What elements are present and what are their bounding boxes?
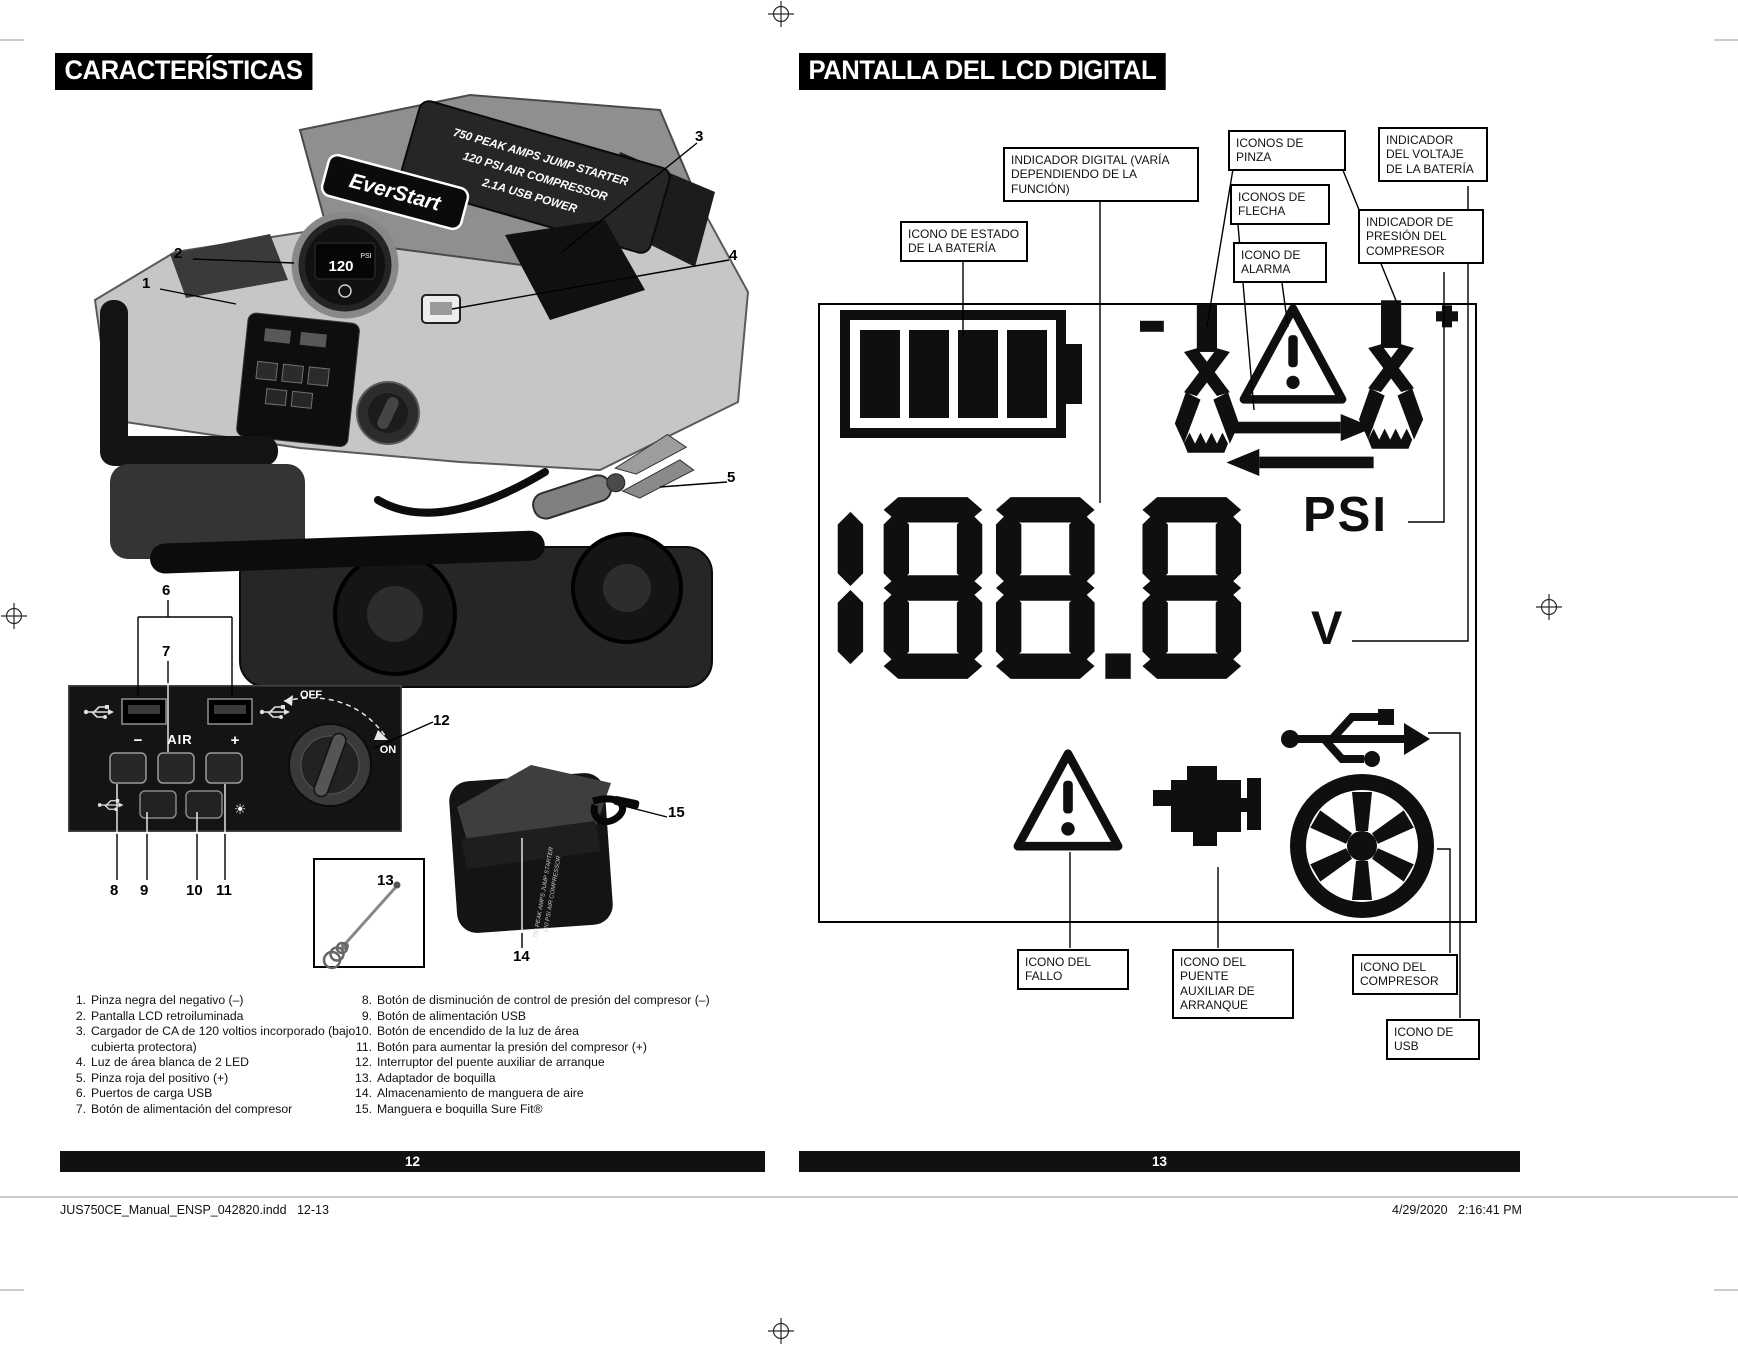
feature-item: 8.Botón de disminución de control de pre… [361,993,710,1007]
air-label: AIR [167,732,192,747]
callout-12: 12 [433,712,450,729]
tire-compressor-icon [1290,774,1434,918]
nozzle-adapter-icon [322,881,401,970]
minus-label: − [134,732,143,749]
callout-7: 7 [162,643,171,660]
page-number-right: 13 [799,1151,1520,1172]
feature-item: 3.Cargador de CA de 120 voltios incorpor… [75,1024,356,1054]
feature-item: 5.Pinza roja del positivo (+) [75,1070,229,1085]
nozzle-adapter-detail [313,858,425,970]
left-page-title: CARACTERÍSTICAS [55,53,312,90]
label-icono-puente-auxiliar: ICONO DEL PUENTE AUXILIAR DE ARRANQUE [1172,949,1294,1019]
callout-4: 4 [729,247,738,264]
pressure-decrease-button [109,752,147,784]
handle-bar [100,436,278,466]
feature-item: 10.Botón de encendido de la luz de área [355,1024,579,1038]
lcd-gauge: 120 PSI [291,211,399,319]
unit-rotary-knob [356,381,420,445]
callout-13: 13 [377,872,394,889]
label-indicador-digital: INDICADOR DIGITAL (VARÍA DEPENDIENDO DE … [1003,147,1199,203]
callout-15: 15 [668,804,685,821]
right-page-title: PANTALLA DEL LCD DIGITAL [799,53,1166,90]
label-indicador-voltaje: INDICADOR DEL VOLTAJE DE LA BATERÍA [1378,127,1488,183]
alarm-icon [1239,304,1347,404]
feature-item: 4.Luz de área blanca de 2 LED [75,1055,249,1069]
sure-fit-nozzle [613,796,640,810]
gauge-value: 120 [328,258,353,275]
feature-item: 1.Pinza negra del negativo (–) [75,993,244,1007]
callout-8: 8 [110,882,119,899]
off-label: OFF [300,689,322,701]
compressor-power-button [157,752,195,784]
feature-item: 13.Adaptador de boquilla [355,1070,496,1085]
feature-list-col1: 1.Pinza negra del negativo (–) 2.Pantall… [62,993,358,1117]
feature-item: 15.Manguera e boquilla Sure Fit® [355,1101,543,1116]
callout-2: 2 [174,245,183,262]
callout-14: 14 [513,948,530,965]
callout-6: 6 [162,582,171,599]
callout-5: 5 [727,469,736,486]
digital-indicator [837,497,1242,679]
light-icon: ☀ [234,801,247,817]
feature-item: 11.Botón para aumentar la presión del co… [355,1039,647,1054]
pressure-increase-button [205,752,243,784]
clamp-cable [374,468,549,517]
usb-power-button [139,790,177,819]
label-indicador-presion: INDICADOR DE PRESIÓN DEL COMPRESOR [1358,209,1484,265]
label-iconos-de-flecha: ICONOS DE FLECHA [1230,184,1330,225]
page-number-left: 12 [60,1151,765,1172]
fault-icon [1013,749,1123,851]
callout-1: 1 [142,275,151,292]
volt-unit-label: V [1311,601,1345,654]
label-icono-usb: ICONO DE USB [1386,1019,1480,1060]
label-icono-de-alarma: ICONO DE ALARMA [1233,242,1327,283]
on-label: ON [380,744,397,756]
callout-9: 9 [140,882,149,899]
feature-item: 14.Almacenamiento de manguera de aire [355,1086,584,1100]
feature-item: 12.Interruptor del puente auxiliar de ar… [355,1055,605,1069]
arrow-icons [1226,414,1374,476]
plus-label: + [231,732,240,749]
footer-timestamp: 4/29/2020 2:16:41 PM [1392,1203,1522,1217]
feature-list-col2: 8.Botón de disminución de control de pre… [348,993,710,1117]
feature-item: 2.Pantalla LCD retroiluminada [75,1008,244,1023]
label-icono-del-fallo: ICONO DEL FALLO [1017,949,1129,990]
feature-item: 9.Botón de alimentación USB [361,1008,527,1023]
minus-sign [1140,320,1164,332]
jump-starter-illustration: 750 PEAK AMPS JUMP STARTER 120 PSI AIR C… [93,93,750,688]
gauge-unit: PSI [360,253,371,260]
footer-filename: JUS750CE_Manual_ENSP_042820.indd 12-13 [60,1203,329,1217]
control-panel-detail: − AIR + ☀ OFF ON [68,685,402,832]
callout-10: 10 [186,882,203,899]
plus-sign [1441,305,1453,328]
area-light-button [185,790,223,819]
label-iconos-de-pinza: ICONOS DE PINZA [1228,130,1346,171]
callout-11: 11 [216,882,232,899]
label-icono-estado-bateria: ICONO DE ESTADO DE LA BATERÍA [900,221,1028,262]
battery-status-icon [840,310,1082,438]
engine-icon [1153,766,1261,846]
psi-unit-label: PSI [1303,488,1388,542]
callout-3: 3 [695,128,704,145]
jump-start-switch-knob [288,723,372,807]
feature-item: 6.Puertos de carga USB [75,1086,213,1100]
feature-item: 7.Botón de alimentación del compresor [75,1101,293,1116]
mini-control-panel [236,312,360,448]
label-icono-compresor: ICONO DEL COMPRESOR [1352,954,1458,995]
usb-icon [1281,709,1430,767]
hose-storage-detail: 750 PEAK AMPS JUMP STARTER 120 PSI AIR C… [449,765,640,939]
